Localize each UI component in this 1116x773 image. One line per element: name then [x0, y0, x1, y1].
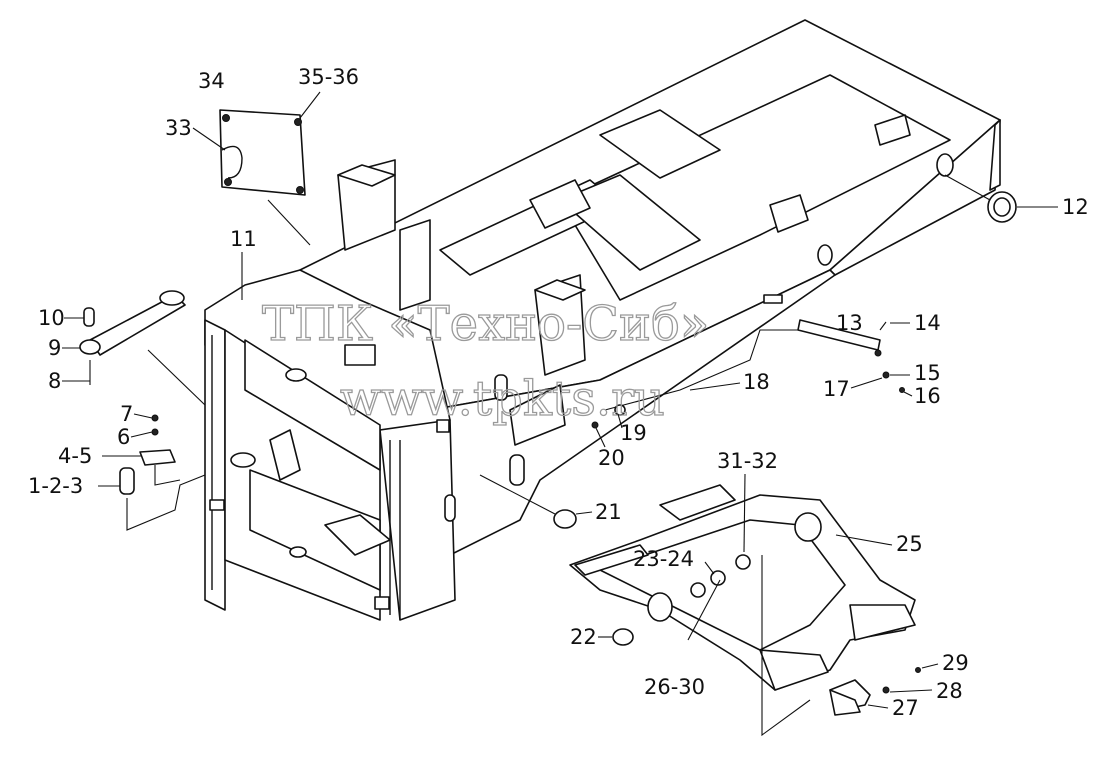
bushings — [553, 191, 1017, 646]
label-14: 14 — [914, 311, 941, 335]
label-18: 18 — [743, 370, 770, 394]
label-17: 17 — [823, 377, 850, 401]
label-10: 10 — [38, 306, 65, 330]
watermark-line-1: ТПК «Техно-Сиб» — [262, 296, 709, 352]
label-33: 33 — [165, 116, 192, 140]
label-13: 13 — [836, 311, 863, 335]
label-16: 16 — [914, 384, 941, 408]
label-6: 6 — [117, 425, 130, 449]
label-11: 11 — [230, 227, 257, 251]
label-9: 9 — [48, 336, 61, 360]
oscillating-frame — [569, 484, 921, 737]
label-28: 28 — [936, 679, 963, 703]
label-35-36: 35-36 — [298, 65, 359, 89]
label-15: 15 — [914, 361, 941, 385]
drawbar-assembly — [79, 290, 206, 406]
main-frame — [204, 19, 1001, 621]
cover-plate — [219, 109, 311, 246]
label-34: 34 — [198, 69, 225, 93]
label-27: 27 — [892, 696, 919, 720]
label-19: 19 — [620, 421, 647, 445]
label-29: 29 — [942, 651, 969, 675]
label-25: 25 — [896, 532, 923, 556]
hitch-pin-assembly — [119, 414, 206, 531]
label-21: 21 — [595, 500, 622, 524]
label-8: 8 — [48, 369, 61, 393]
label-26-30: 26-30 — [644, 675, 705, 699]
label-23-24: 23-24 — [633, 547, 694, 571]
label-31-32: 31-32 — [717, 449, 778, 473]
label-12: 12 — [1062, 195, 1089, 219]
label-22: 22 — [570, 625, 597, 649]
label-1-2-3: 1-2-3 — [28, 474, 83, 498]
label-20: 20 — [598, 446, 625, 470]
label-4-5: 4-5 — [58, 444, 92, 468]
label-7: 7 — [120, 402, 133, 426]
brake-line-assembly — [591, 294, 905, 429]
watermark-line-2: www.tpkts.ru — [340, 371, 665, 427]
callouts: 34 35-36 33 11 10 9 8 7 6 4-5 1-2-3 12 1… — [28, 65, 1089, 720]
